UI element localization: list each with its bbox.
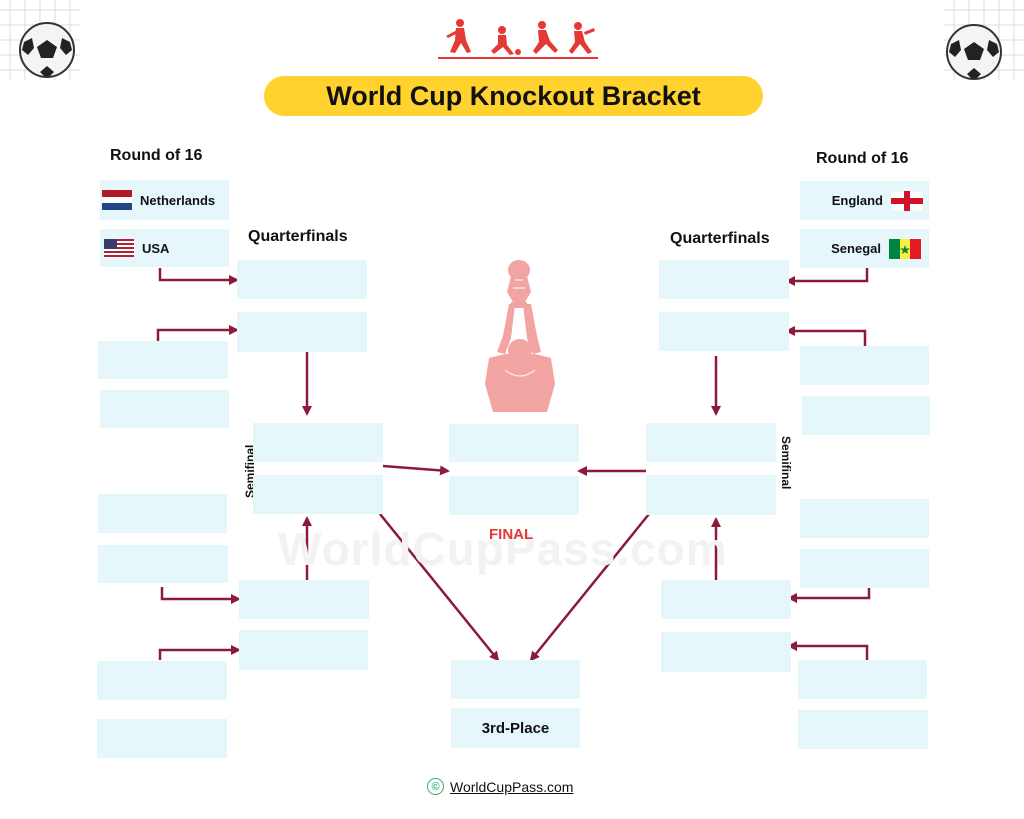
players-logo-icon bbox=[438, 19, 598, 59]
right-r16-slot-1[interactable]: England bbox=[800, 181, 929, 220]
left-r16-slot-5[interactable] bbox=[98, 494, 227, 533]
connector-left-r16-1 bbox=[158, 268, 239, 285]
team-name: England bbox=[831, 193, 883, 208]
netherlands-flag-icon bbox=[102, 190, 132, 210]
left-quarterfinals-label: Quarterfinals bbox=[248, 228, 348, 245]
team-name: USA bbox=[142, 240, 170, 256]
connector-right-sf-third bbox=[529, 513, 650, 662]
left-qf-slot-4[interactable] bbox=[239, 630, 368, 670]
right-quarterfinals-label: Quarterfinals bbox=[670, 230, 770, 247]
copyright-icon: © bbox=[427, 778, 444, 795]
left-round-of-16-label: Round of 16 bbox=[110, 147, 203, 164]
connector-left-sf-final bbox=[382, 464, 450, 476]
connector-right-r16-3 bbox=[787, 587, 871, 603]
right-r16-slot-6[interactable] bbox=[800, 549, 929, 588]
right-r16-slot-7[interactable] bbox=[798, 660, 927, 699]
right-round-of-16-label: Round of 16 bbox=[816, 150, 909, 167]
right-r16-slot-3[interactable] bbox=[800, 346, 929, 385]
final-label: FINAL bbox=[489, 526, 534, 543]
right-r16-slot-2[interactable]: Senegal bbox=[800, 229, 929, 268]
left-r16-slot-8[interactable] bbox=[97, 719, 227, 758]
trophy-player-icon bbox=[485, 260, 555, 412]
right-qf-slot-4[interactable] bbox=[661, 632, 791, 672]
connector-left-r16-4 bbox=[158, 645, 241, 660]
left-r16-slot-6[interactable] bbox=[98, 545, 228, 583]
left-r16-slot-4[interactable] bbox=[100, 390, 229, 428]
footer: © WorldCupPass.com bbox=[427, 778, 573, 795]
senegal-flag-icon bbox=[889, 238, 921, 259]
right-qf-slot-1[interactable] bbox=[659, 260, 789, 299]
usa-flag-icon bbox=[104, 239, 134, 257]
left-r16-slot-7[interactable] bbox=[97, 661, 227, 700]
left-qf-slot-2[interactable] bbox=[237, 312, 367, 352]
left-sf-slot-1[interactable] bbox=[253, 423, 383, 462]
left-qf-slot-3[interactable] bbox=[239, 580, 369, 619]
third-place-label: 3rd-Place bbox=[481, 719, 550, 737]
connector-left-r16-2 bbox=[156, 325, 239, 342]
third-place-slot-2[interactable]: 3rd-Place bbox=[451, 708, 580, 748]
final-slot-1[interactable] bbox=[449, 424, 579, 462]
final-slot-2[interactable] bbox=[449, 476, 579, 515]
right-sf-slot-1[interactable] bbox=[646, 423, 776, 462]
left-r16-slot-2[interactable]: USA bbox=[100, 229, 229, 267]
right-semifinal-label: Semifinal bbox=[779, 436, 793, 490]
watermark: WorldCupPass.com bbox=[278, 523, 728, 575]
right-r16-slot-5[interactable] bbox=[800, 499, 929, 538]
right-sf-slot-2[interactable] bbox=[646, 475, 776, 515]
right-qf-slot-2[interactable] bbox=[659, 312, 789, 351]
left-sf-slot-2[interactable] bbox=[253, 475, 383, 514]
right-r16-slot-4[interactable] bbox=[802, 396, 930, 435]
soccer-ball-left-icon bbox=[0, 0, 80, 80]
footer-link[interactable]: WorldCupPass.com bbox=[450, 778, 574, 795]
team-name: Senegal bbox=[831, 241, 881, 256]
right-r16-slot-8[interactable] bbox=[798, 710, 928, 749]
left-r16-slot-3[interactable] bbox=[98, 341, 228, 379]
team-name: Netherlands bbox=[140, 192, 216, 208]
page-title: World Cup Knockout Bracket bbox=[264, 76, 763, 116]
connector-right-r16-4 bbox=[787, 641, 869, 660]
third-place-slot-1[interactable] bbox=[451, 660, 580, 699]
left-r16-slot-1[interactable]: Netherlands bbox=[100, 180, 229, 220]
connector-left-sf-third bbox=[379, 513, 500, 662]
connector-left-r16-3 bbox=[160, 587, 241, 604]
connector-right-r16-2 bbox=[785, 326, 867, 346]
england-flag-icon bbox=[891, 190, 923, 211]
soccer-ball-right-icon bbox=[944, 0, 1024, 80]
left-qf-slot-1[interactable] bbox=[237, 260, 367, 299]
connector-right-r16-1 bbox=[785, 268, 869, 286]
right-qf-slot-3[interactable] bbox=[661, 580, 791, 619]
